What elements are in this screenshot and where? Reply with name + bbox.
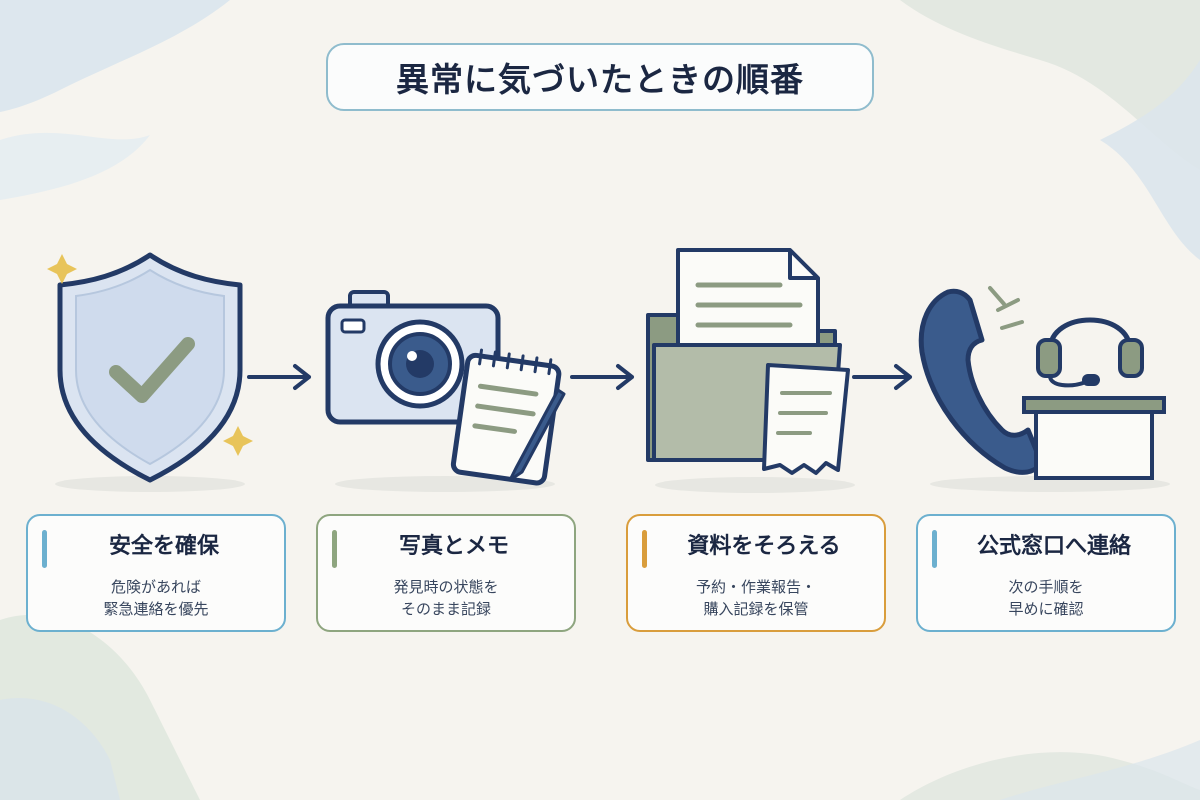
page-title: 異常に気づいたときの順番 — [326, 43, 874, 111]
step-card-photo-memo: 写真とメモ 発見時の状態を そのまま記録 — [316, 514, 576, 632]
arrow-right-icon — [247, 364, 311, 390]
step-description-line: 発見時の状態を — [393, 578, 499, 596]
accent-bar — [932, 530, 937, 568]
step-description-line: 早めに確認 — [1008, 600, 1084, 618]
step-description-line: 次の手順を — [1008, 578, 1084, 596]
accent-bar — [42, 530, 47, 568]
step-description: 予約・作業報告・ 購入記録を保管 — [638, 576, 874, 620]
accent-bar — [642, 530, 647, 568]
step-description: 次の手順を 早めに確認 — [928, 576, 1164, 620]
folder-documents-icon — [646, 248, 855, 493]
step-description: 発見時の状態を そのまま記録 — [328, 576, 564, 620]
step-heading: 写真とメモ — [398, 534, 509, 559]
arrow-right-icon — [570, 364, 634, 390]
arrow-right-icon — [852, 364, 912, 390]
step-description-line: 緊急連絡を優先 — [103, 600, 209, 618]
step-card-safety: 安全を確保 危険があれば 緊急連絡を優先 — [26, 514, 286, 632]
step-description: 危険があれば 緊急連絡を優先 — [38, 576, 274, 620]
step-heading: 安全を確保 — [108, 534, 219, 559]
step-card-documents: 資料をそろえる 予約・作業報告・ 購入記録を保管 — [626, 514, 886, 632]
step-description-line: 予約・作業報告・ — [695, 578, 816, 596]
step-heading: 資料をそろえる — [687, 534, 841, 559]
step-description-line: 購入記録を保管 — [703, 600, 809, 618]
shield-check-icon — [47, 252, 253, 492]
step-description-line: 危険があれば — [110, 578, 201, 596]
step-heading: 公式窓口へ連絡 — [976, 534, 1131, 559]
camera-and-notepad-icon — [325, 290, 566, 492]
phone-support-desk-icon — [918, 286, 1170, 492]
step-description-line: そのまま記録 — [400, 600, 491, 618]
accent-bar — [332, 530, 337, 568]
step-card-contact: 公式窓口へ連絡 次の手順を 早めに確認 — [916, 514, 1176, 632]
